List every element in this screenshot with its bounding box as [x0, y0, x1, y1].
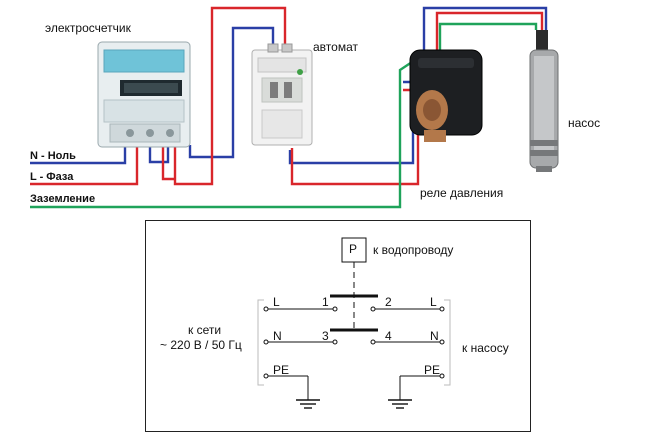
submersible-pump — [529, 30, 559, 172]
wire-ground — [30, 22, 538, 209]
left-PE-label: PE — [273, 363, 290, 377]
right-N-label: N — [430, 329, 439, 343]
right-L-label: L — [430, 295, 437, 309]
meter-label: электросчетчик — [45, 21, 131, 35]
contact-4-label: 4 — [385, 329, 392, 343]
contact-3-label: 3 — [322, 329, 329, 343]
sensor-letter: P — [349, 242, 358, 256]
relay-label: реле давления — [420, 186, 504, 200]
pump-label: насос — [568, 116, 601, 130]
pressure-switch — [409, 49, 483, 142]
to-network-line2: ~ 220 В / 50 Гц — [160, 338, 242, 352]
right-PE-label: PE — [424, 363, 441, 377]
to-network-line1: к сети — [188, 323, 222, 337]
wire-neutral-label: N - Ноль — [30, 150, 76, 162]
wire-phase-label: L - Фаза — [30, 171, 74, 183]
schematic-frame — [145, 220, 531, 432]
circuit-breaker — [251, 43, 313, 146]
left-N-label: N — [273, 329, 282, 343]
to-water-label: к водопроводу — [373, 243, 454, 257]
to-pump-label: к насосу — [462, 341, 509, 355]
breaker-label: автомат — [313, 40, 358, 54]
left-L-label: L — [273, 295, 280, 309]
contact-2-label: 2 — [385, 295, 392, 309]
wire-ground-label: Заземление — [30, 193, 96, 205]
electricity-meter — [97, 41, 191, 148]
contact-1-label: 1 — [322, 295, 329, 309]
